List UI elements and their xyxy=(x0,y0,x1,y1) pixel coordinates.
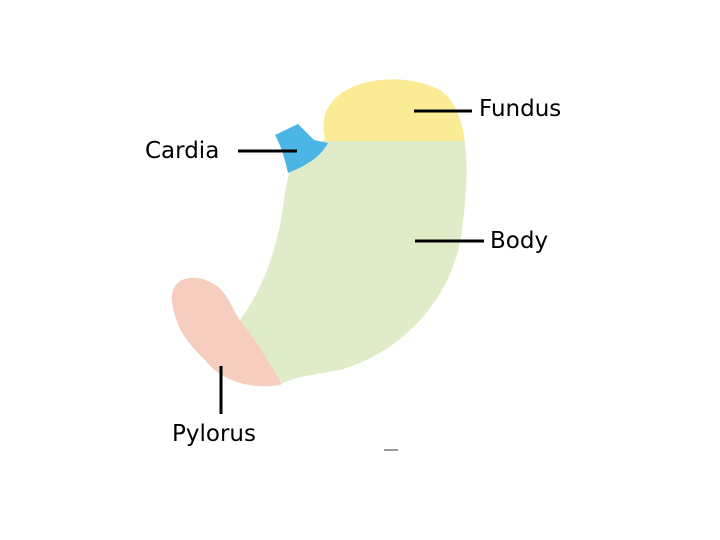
body-label: Body xyxy=(490,228,549,254)
fundus-label: Fundus xyxy=(479,96,562,122)
fundus-region xyxy=(320,79,467,141)
cardia-label: Cardia xyxy=(145,138,220,164)
pylorus-label: Pylorus xyxy=(172,421,256,447)
cardia-region xyxy=(275,124,328,173)
